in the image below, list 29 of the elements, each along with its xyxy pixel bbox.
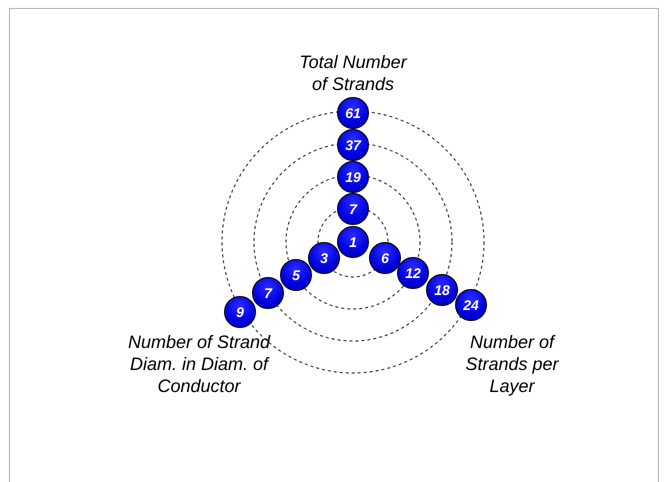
- strand-circle: [337, 193, 369, 225]
- strand-circle: [426, 274, 458, 306]
- strand-circle: [252, 277, 284, 309]
- strand-count: 9: [236, 305, 244, 319]
- strand-count: 24: [463, 298, 479, 312]
- axis-caption: Total Number of Strands: [298, 51, 408, 95]
- strand-count: 61: [345, 106, 361, 120]
- strand-circle: [337, 129, 369, 161]
- strand-count: 3: [320, 251, 328, 265]
- strand-count: 19: [345, 170, 361, 184]
- axis-caption: Number of Strand Diam. in Diam. of Conductor: [126, 331, 272, 397]
- strand-count: 7: [349, 202, 357, 216]
- strand-circle: [337, 161, 369, 193]
- strand-circle: [308, 242, 340, 274]
- strand-count: 12: [405, 266, 421, 280]
- strand-circle: [224, 296, 256, 328]
- strand-circle: [280, 259, 312, 291]
- strand-count: 18: [434, 283, 450, 297]
- strand-circle: [337, 226, 369, 258]
- strand-count: 7: [264, 286, 272, 300]
- strand-count: 6: [381, 251, 389, 265]
- axis-caption: Number of Strands per Layer: [464, 331, 560, 397]
- strand-count: 5: [292, 268, 300, 282]
- strand-count: 1: [349, 235, 357, 249]
- strand-circle: [369, 242, 401, 274]
- strand-circle: [455, 289, 487, 321]
- strand-circle: [337, 97, 369, 129]
- strand-count: 37: [345, 138, 361, 152]
- strand-circle: [397, 257, 429, 289]
